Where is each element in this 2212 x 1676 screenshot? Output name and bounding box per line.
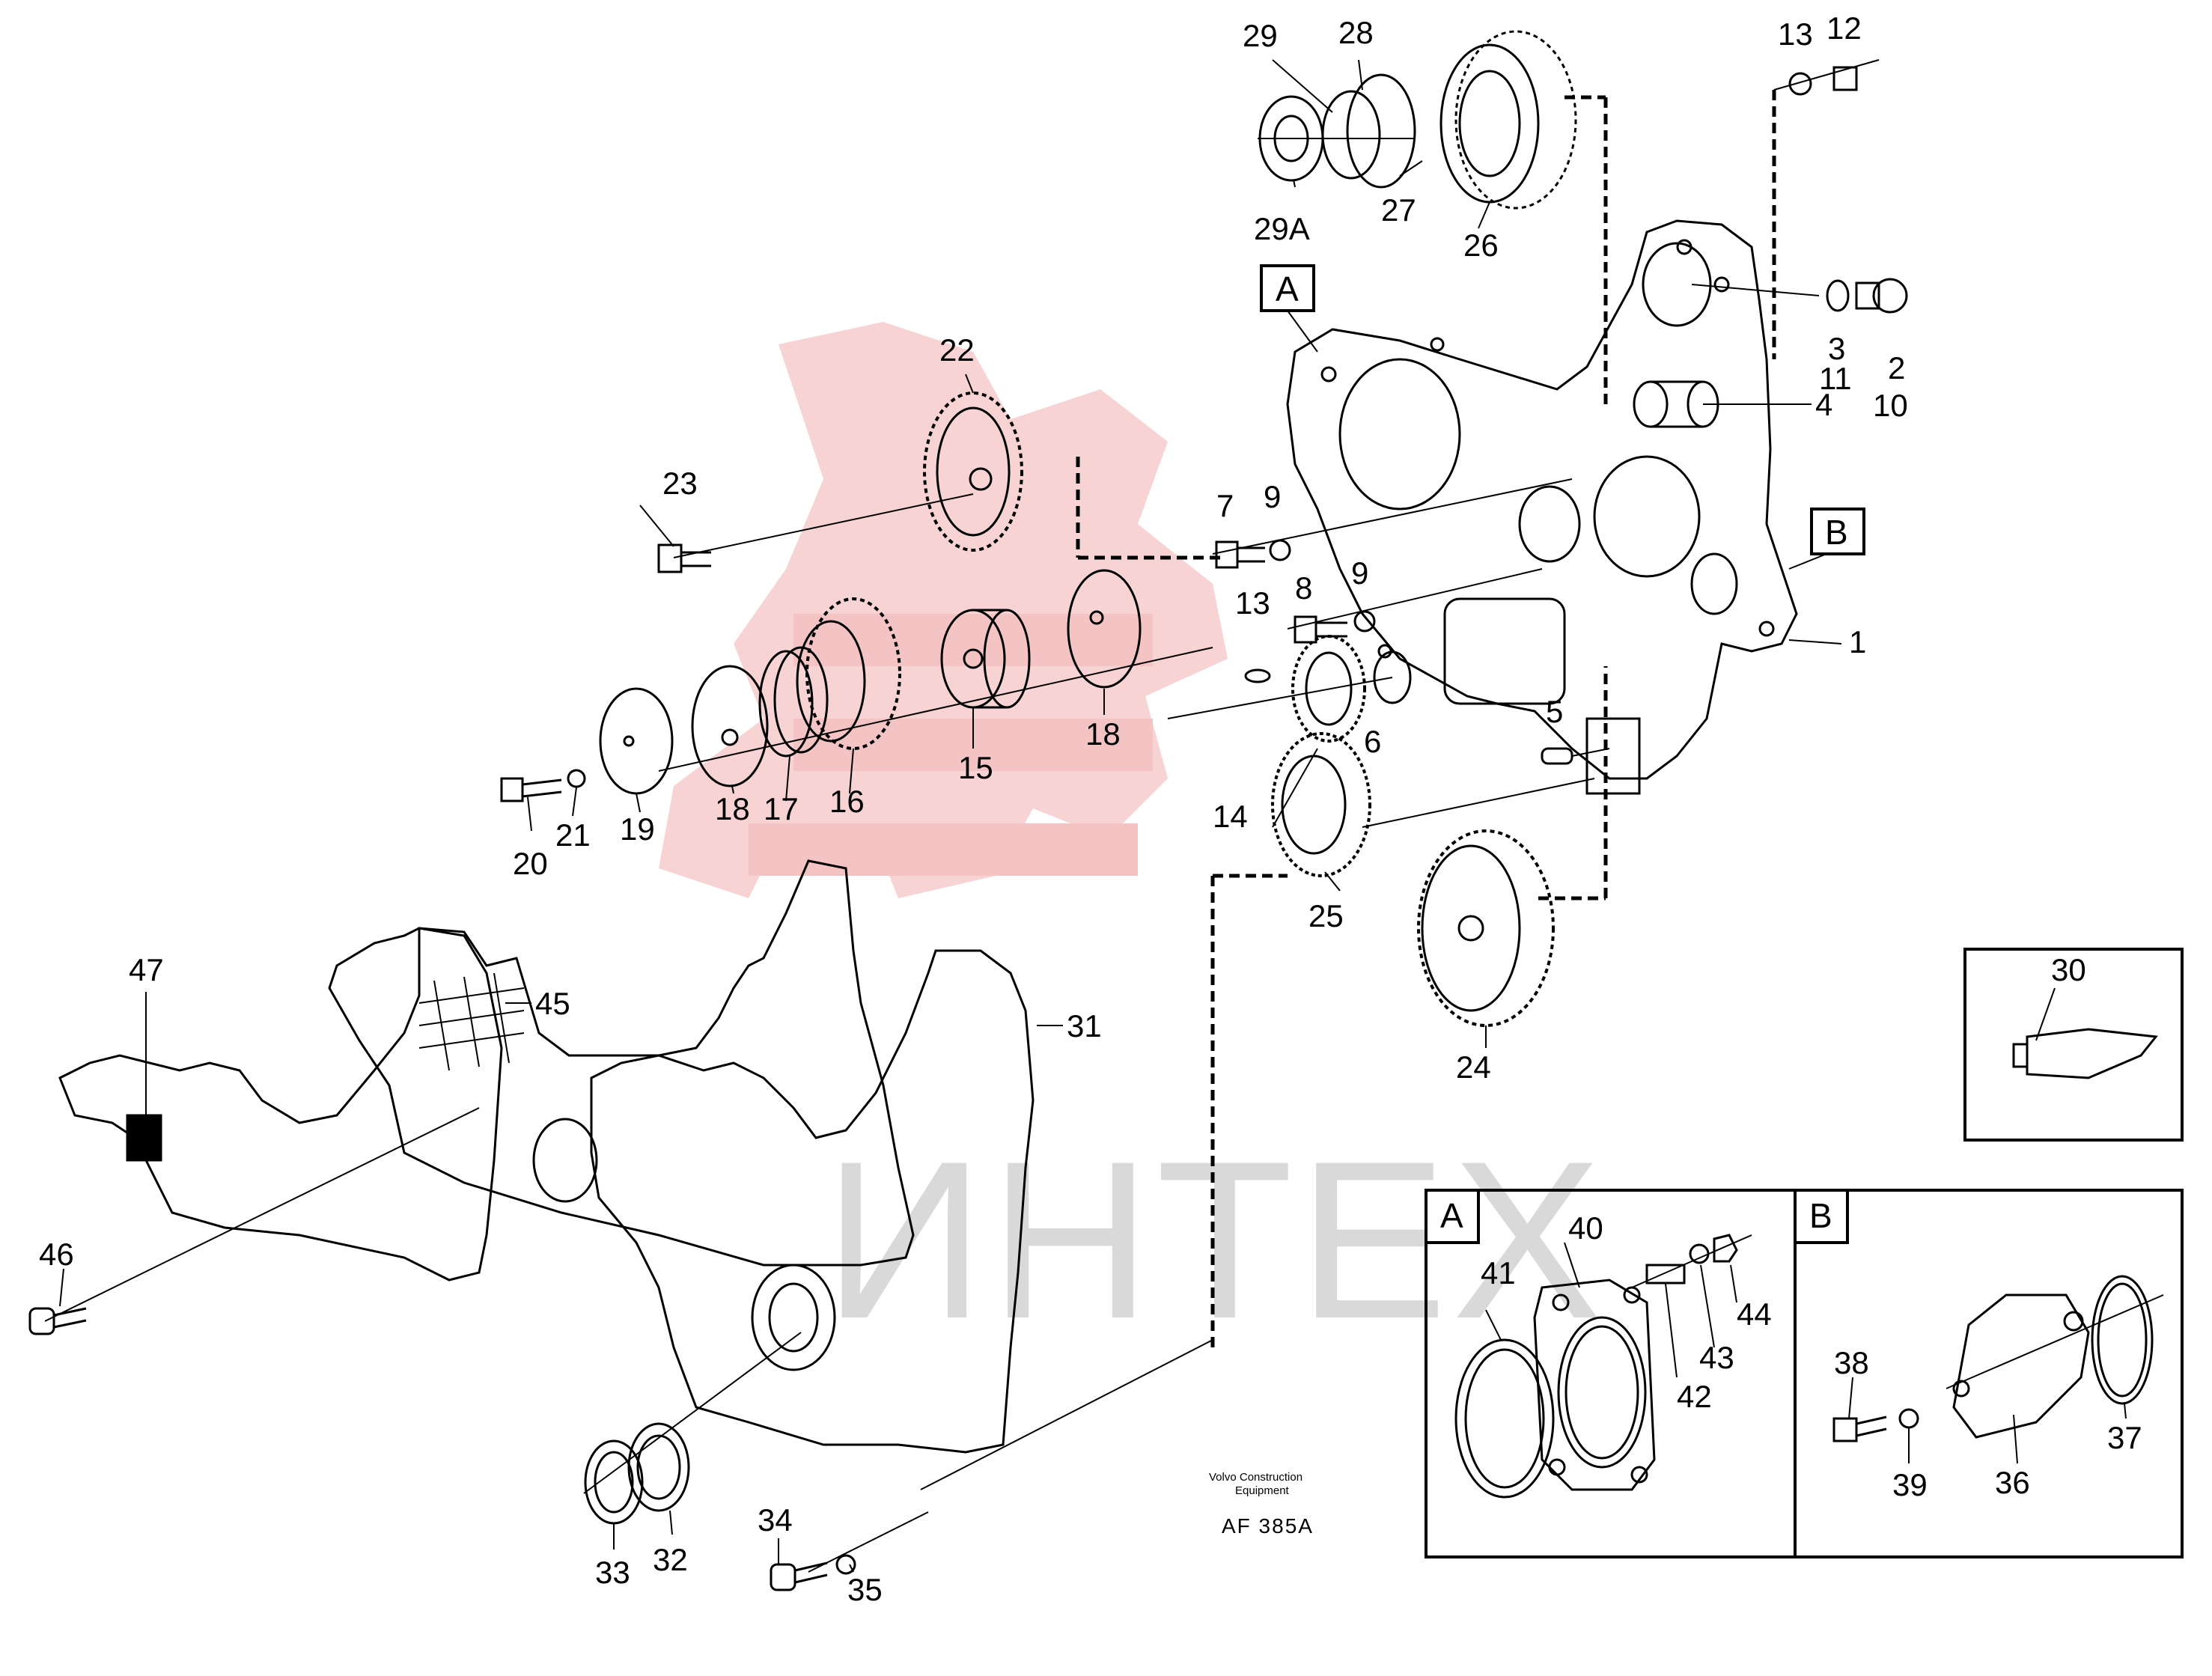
lock-washer-29 bbox=[1321, 90, 1381, 180]
credit-line-2: Equipment bbox=[1235, 1484, 1290, 1497]
callout-32: 32 bbox=[653, 1542, 688, 1577]
callout-28: 28 bbox=[1338, 15, 1374, 50]
callout-29A: 29A bbox=[1254, 211, 1310, 246]
callout-40: 40 bbox=[1568, 1210, 1603, 1246]
callout-47: 47 bbox=[129, 952, 164, 987]
callout-22: 22 bbox=[939, 332, 975, 368]
callout-37: 37 bbox=[2107, 1420, 2142, 1455]
view-letter-B-inset: B bbox=[1809, 1196, 1832, 1235]
o-ring-41 bbox=[1454, 1338, 1555, 1499]
callout-10: 10 bbox=[1873, 388, 1908, 423]
callout-labels: 29 28 29A 27 26 13 12 3 11 2 10 4 22 23 … bbox=[39, 10, 2142, 1607]
view-box-B-main bbox=[1810, 508, 1865, 555]
gear-14 bbox=[1291, 635, 1366, 743]
callout-33: 33 bbox=[595, 1555, 630, 1590]
callout-8: 8 bbox=[1295, 570, 1312, 606]
callout-26: 26 bbox=[1463, 228, 1499, 263]
callout-45: 45 bbox=[535, 986, 570, 1021]
callout-39: 39 bbox=[1892, 1467, 1928, 1502]
gear-16 bbox=[796, 597, 901, 750]
callout-27: 27 bbox=[1381, 192, 1416, 228]
callout-46: 46 bbox=[39, 1237, 74, 1272]
ring-17 bbox=[758, 646, 829, 758]
timing-cover-45 bbox=[126, 859, 915, 1267]
gear-22 bbox=[923, 391, 1220, 560]
gasket-37 bbox=[2091, 1275, 2154, 1405]
callout-20: 20 bbox=[513, 846, 548, 881]
gear-26 bbox=[1454, 30, 1577, 210]
timing-gear-housing bbox=[1286, 219, 1798, 780]
callout-3: 3 bbox=[1828, 331, 1845, 366]
drawing-code: AF 385A bbox=[1222, 1514, 1314, 1538]
inset-30-frame bbox=[1963, 948, 2184, 1142]
view-letter-B-main: B bbox=[1825, 513, 1848, 552]
timing-cover-31 bbox=[590, 949, 1035, 1454]
seal-32 bbox=[627, 1422, 690, 1512]
callout-7: 7 bbox=[1216, 488, 1234, 523]
callout-1: 1 bbox=[1849, 624, 1866, 659]
callout-30: 30 bbox=[2051, 952, 2086, 987]
view-letters: A B A B bbox=[1276, 269, 1848, 1235]
seal-33 bbox=[584, 1439, 644, 1525]
credit-line-1: Volvo Construction bbox=[1209, 1471, 1302, 1484]
callout-17: 17 bbox=[764, 791, 799, 826]
callout-12: 12 bbox=[1826, 10, 1862, 46]
gear-25 bbox=[1271, 732, 1371, 877]
callout-35: 35 bbox=[847, 1572, 883, 1607]
callout-9-upper: 9 bbox=[1264, 479, 1281, 514]
callout-2: 2 bbox=[1888, 350, 1905, 386]
credit-block: Volvo Construction Equipment AF 385A bbox=[1209, 1471, 1314, 1538]
callout-44: 44 bbox=[1737, 1296, 1772, 1332]
callout-41: 41 bbox=[1481, 1255, 1516, 1290]
callout-43: 43 bbox=[1699, 1340, 1734, 1375]
callout-18-right: 18 bbox=[1085, 716, 1121, 752]
callout-36: 36 bbox=[1995, 1465, 2030, 1500]
callout-5: 5 bbox=[1546, 694, 1563, 729]
washer-plate-19 bbox=[599, 687, 674, 795]
callout-18-left: 18 bbox=[715, 791, 750, 826]
cover-plate-40 bbox=[1533, 1279, 1656, 1491]
callout-19: 19 bbox=[620, 811, 655, 847]
callout-25: 25 bbox=[1308, 898, 1344, 933]
idler-gear-assembly bbox=[1258, 30, 1608, 404]
callout-13-mid: 13 bbox=[1235, 585, 1270, 621]
callout-15: 15 bbox=[958, 750, 993, 785]
callout-11: 11 bbox=[1819, 361, 1852, 396]
callout-9-lower: 9 bbox=[1351, 555, 1368, 591]
callout-23: 23 bbox=[662, 466, 698, 501]
inset-B-frame bbox=[1794, 1189, 2184, 1558]
gear-24 bbox=[1417, 666, 1608, 1027]
callout-4: 4 bbox=[1815, 387, 1832, 422]
callout-34: 34 bbox=[758, 1502, 793, 1538]
callout-16: 16 bbox=[829, 784, 865, 819]
callout-29: 29 bbox=[1243, 18, 1278, 53]
sealant-tube-30 bbox=[2012, 1028, 2158, 1079]
ring-28 bbox=[1346, 73, 1416, 189]
callout-38: 38 bbox=[1834, 1345, 1869, 1380]
callout-31: 31 bbox=[1067, 1008, 1102, 1043]
callout-6: 6 bbox=[1364, 724, 1381, 759]
callout-42: 42 bbox=[1677, 1379, 1712, 1414]
callout-21: 21 bbox=[555, 817, 591, 853]
callout-13-top: 13 bbox=[1778, 16, 1813, 52]
washer-plate-18-left bbox=[691, 665, 769, 787]
view-letter-A-main: A bbox=[1276, 269, 1299, 308]
callout-24: 24 bbox=[1456, 1049, 1491, 1085]
callout-14: 14 bbox=[1213, 799, 1248, 834]
hub-15 bbox=[940, 609, 1031, 709]
timing-cover-45-outline bbox=[58, 927, 503, 1282]
leader-lines bbox=[59, 59, 2127, 1573]
watermark-text: ИНТЕХ bbox=[823, 1114, 1606, 1365]
view-letter-A-inset: A bbox=[1440, 1196, 1463, 1235]
cover-36 bbox=[1952, 1293, 2090, 1439]
washer-plate-18-right bbox=[1067, 569, 1142, 689]
